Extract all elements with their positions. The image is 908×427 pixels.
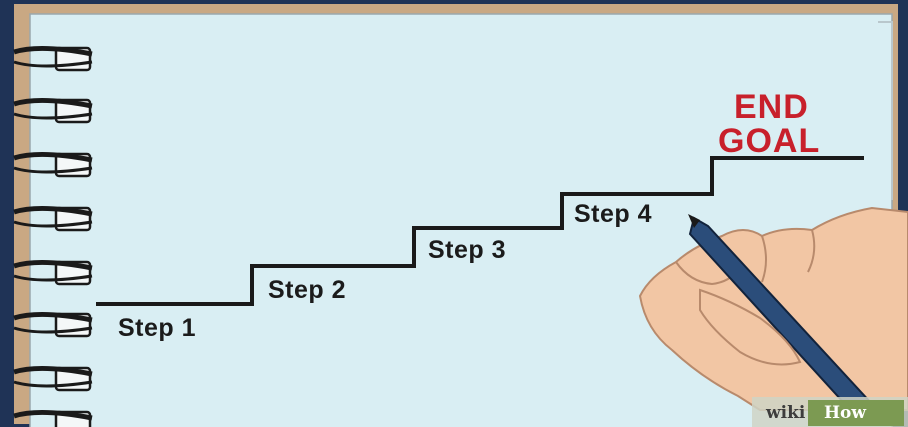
end-goal-line-2: GOAL <box>718 122 820 160</box>
step-1-label: Step 1 <box>118 314 196 342</box>
end-goal-line-1: END <box>734 88 809 126</box>
step-3-label: Step 3 <box>428 236 506 264</box>
step-2-label: Step 2 <box>268 276 346 304</box>
wikihow-watermark: wiki How <box>752 397 908 427</box>
watermark-how-text: How <box>824 403 866 423</box>
step-4-label: Step 4 <box>574 200 652 228</box>
watermark-wiki-text: wiki <box>765 403 806 423</box>
